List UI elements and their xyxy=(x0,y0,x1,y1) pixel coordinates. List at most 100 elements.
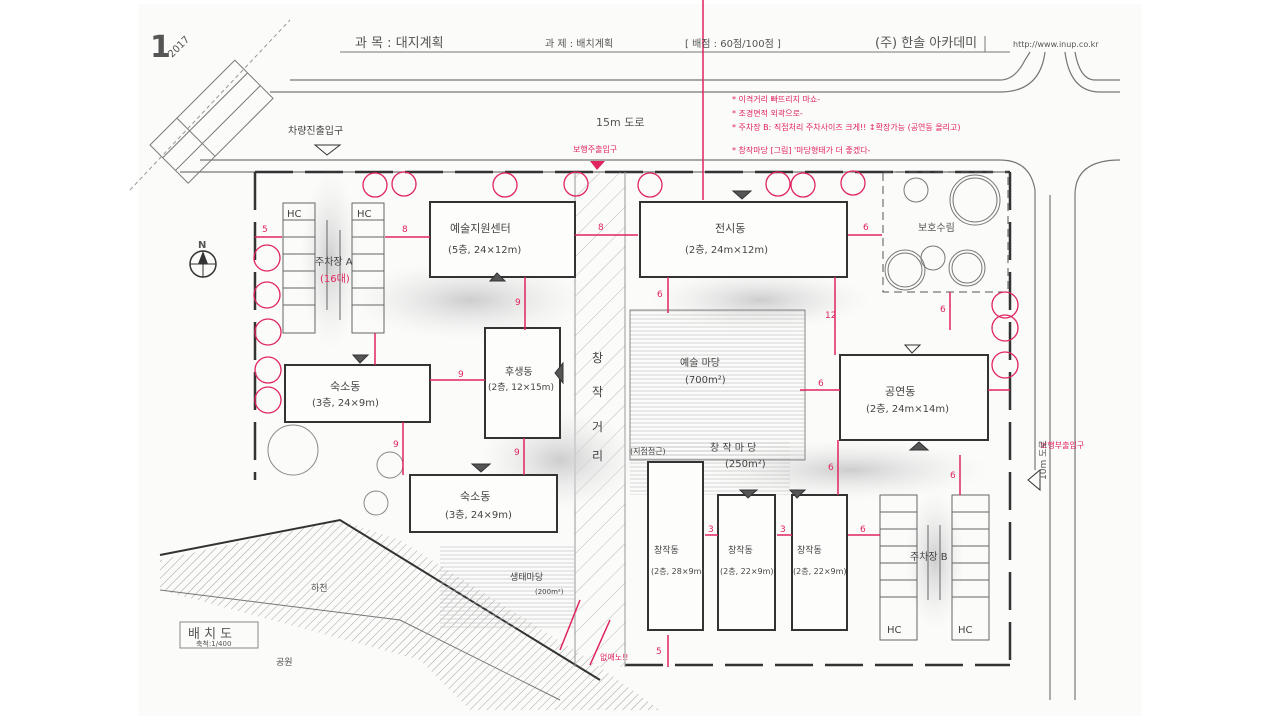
svg-text:전시동: 전시동 xyxy=(715,222,745,235)
svg-text:(5층, 24×12m): (5층, 24×12m) xyxy=(448,244,521,256)
svg-text:주차장 A: 주차장 A xyxy=(315,256,353,268)
protected-tree-zone xyxy=(882,171,1009,293)
svg-text:N: N xyxy=(198,240,206,251)
svg-text:하천: 하천 xyxy=(311,583,328,594)
pedestrian-main-entrance-label: 보행주출입구 xyxy=(573,144,617,154)
entry-markers xyxy=(313,144,930,499)
svg-text:배 치 도: 배 치 도 xyxy=(188,627,232,642)
svg-text:창: 창 xyxy=(592,351,603,365)
river-hatch xyxy=(160,520,660,710)
svg-text:(250m²): (250m²) xyxy=(725,459,766,470)
landscape-trees xyxy=(267,424,404,516)
svg-text:8: 8 xyxy=(402,225,408,235)
building-dorm-2 xyxy=(409,474,558,533)
stamp-cut-line xyxy=(129,19,291,191)
east-entry-marker xyxy=(1027,468,1041,492)
svg-text:(3층, 24×9m): (3층, 24×9m) xyxy=(312,397,379,409)
svg-text:창작동: 창작동 xyxy=(728,545,753,556)
pedestrian-main-entry-marker xyxy=(590,161,605,170)
dimension-lines xyxy=(255,0,1010,667)
vehicle-entrance-label: 차량진출입구 xyxy=(288,124,343,137)
svg-text:HC: HC xyxy=(357,209,372,220)
subject-label: 과 목 : 대지계획 xyxy=(355,36,444,51)
parking-a xyxy=(282,202,385,334)
building-welfare xyxy=(484,327,561,439)
river-edge-lower xyxy=(159,589,561,701)
buildings xyxy=(284,201,989,631)
svg-text:리: 리 xyxy=(592,449,603,463)
website: http://www.inup.co.kr xyxy=(1013,40,1099,49)
protected-trees xyxy=(884,174,1001,291)
text-layer: 1 2017 과 목 : 대지계획 과 제 : 배치계획 [ 배점 : 60점/… xyxy=(150,30,1099,668)
svg-text:(2층, 24m×12m): (2층, 24m×12m) xyxy=(685,244,768,256)
svg-text:10m 도로: 10m 도로 xyxy=(1039,440,1049,480)
svg-text:(2층, 22×9m): (2층, 22×9m) xyxy=(793,567,847,576)
svg-text:예술 마당: 예술 마당 xyxy=(680,357,720,369)
building-dorm-1 xyxy=(284,364,431,423)
svg-text:예술지원센터: 예술지원센터 xyxy=(450,222,511,235)
building-studio-3 xyxy=(791,494,848,631)
svg-text:(700m²): (700m²) xyxy=(685,375,726,386)
sheet-number: 1 xyxy=(150,30,171,65)
parking-b xyxy=(879,494,990,641)
svg-text:3: 3 xyxy=(708,525,714,535)
svg-text:(2층, 22×9m): (2층, 22×9m) xyxy=(720,567,774,576)
svg-text:6: 6 xyxy=(863,223,869,233)
svg-text:3: 3 xyxy=(780,525,786,535)
svg-text:HC: HC xyxy=(887,625,902,636)
svg-text:(2층, 12×15m): (2층, 12×15m) xyxy=(488,382,554,393)
building-performance xyxy=(839,354,989,441)
building-exhibition xyxy=(639,201,848,278)
svg-text:9: 9 xyxy=(393,440,399,450)
svg-text:(2층, 24m×14m): (2층, 24m×14m) xyxy=(866,403,949,415)
svg-text:6: 6 xyxy=(657,290,663,300)
note-4: * 창작마당 [그림] '마당형태가 더 좋겠다- xyxy=(732,145,871,155)
task-label: 과 제 : 배치계획 xyxy=(545,38,613,50)
svg-text:6: 6 xyxy=(818,379,824,389)
svg-text:보호수림: 보호수림 xyxy=(918,222,955,234)
svg-text:창 작 마 당: 창 작 마 당 xyxy=(710,442,756,454)
svg-text:(200m²): (200m²) xyxy=(535,588,564,596)
building-studio-2 xyxy=(717,494,776,631)
svg-text:축척:1/400: 축척:1/400 xyxy=(196,639,231,648)
svg-text:거: 거 xyxy=(592,420,603,434)
svg-text:9: 9 xyxy=(514,448,520,458)
svg-text:없애노!!: 없애노!! xyxy=(600,653,629,662)
svg-text:5: 5 xyxy=(262,225,268,235)
svg-text:생태마당: 생태마당 xyxy=(510,572,543,583)
svg-text:(2층, 28×9m): (2층, 28×9m) xyxy=(651,567,705,576)
svg-text:보행부출입구: 보행부출입구 xyxy=(1040,440,1084,450)
svg-text:창작동: 창작동 xyxy=(797,545,822,556)
svg-text:HC: HC xyxy=(287,209,302,220)
note-2: * 조경면적 외곽으로- xyxy=(732,108,803,118)
svg-text:숙소동: 숙소동 xyxy=(330,380,360,393)
svg-text:공원: 공원 xyxy=(276,657,293,668)
svg-text:6: 6 xyxy=(828,463,834,473)
building-studio-1 xyxy=(647,461,704,631)
svg-text:주차장 B: 주차장 B xyxy=(910,551,948,563)
svg-text:6: 6 xyxy=(940,305,946,315)
note-1: * 이격거리 빠뜨리지 마쇼- xyxy=(732,94,820,104)
note-3: * 주차장 B: 직접처리 주차사이즈 크게!! ↕확장가능 (공연동 올리고) xyxy=(732,122,961,132)
north-road-label: 15m 도로 xyxy=(596,116,644,129)
svg-text:12: 12 xyxy=(825,311,836,321)
score-label: [ 배점 : 60점/100점 ] xyxy=(685,38,781,50)
svg-text:HC: HC xyxy=(958,625,973,636)
svg-text:6: 6 xyxy=(950,471,956,481)
svg-text:5: 5 xyxy=(656,647,662,657)
art-yard xyxy=(629,309,806,461)
svg-text:9: 9 xyxy=(458,370,464,380)
red-tree-markers xyxy=(253,170,1019,414)
svg-text:9: 9 xyxy=(515,298,521,308)
building-art-support xyxy=(429,201,576,278)
eco-yard xyxy=(440,545,575,630)
exam-stamp xyxy=(149,59,274,184)
company-name: (주) 한솔 아카데미 xyxy=(875,36,977,51)
svg-text:6: 6 xyxy=(860,525,866,535)
north-arrow-icon xyxy=(189,250,217,278)
svg-text:숙소동: 숙소동 xyxy=(460,490,490,503)
svg-text:(16대): (16대) xyxy=(320,273,350,285)
svg-text:(지접접근): (지접접근) xyxy=(630,446,666,456)
svg-text:8: 8 xyxy=(598,223,604,233)
svg-text:창작동: 창작동 xyxy=(654,545,679,556)
